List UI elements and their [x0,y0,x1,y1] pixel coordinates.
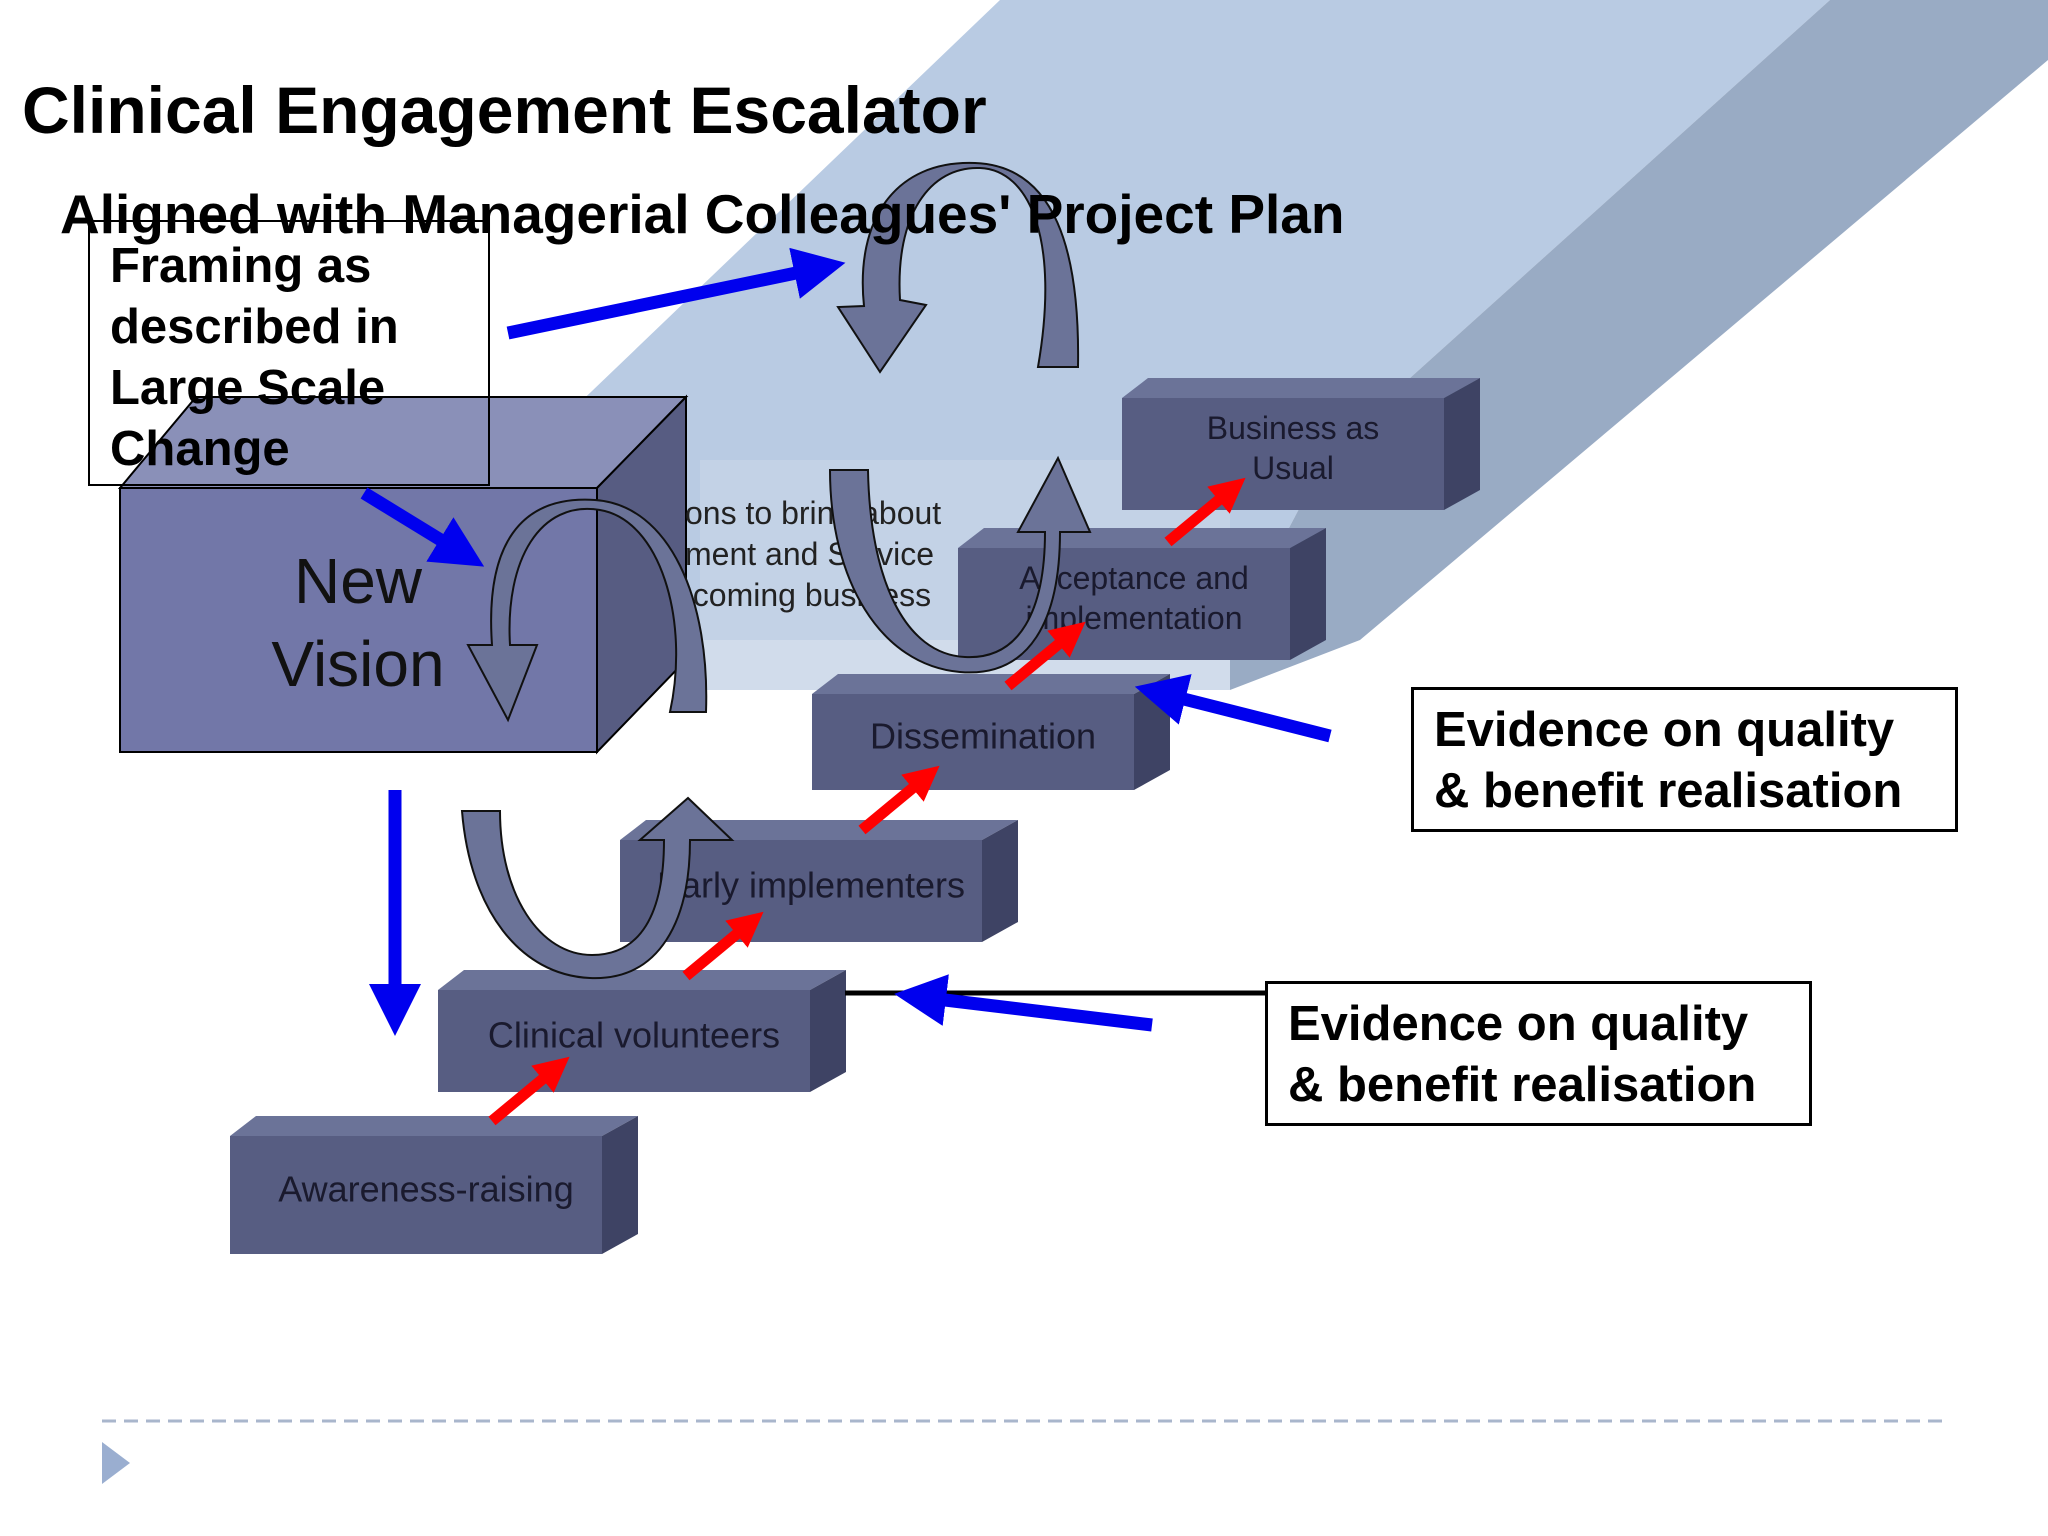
new-vision-label-line2: Vision [271,628,444,700]
red-arrow-4 [1004,621,1086,691]
evidence-line: Evidence on quality [1288,997,1749,1051]
framing-line: Large Scale [110,361,386,415]
curl-arrow-icon [466,498,708,723]
blue-arrow-evidence-to-dissemination [1134,674,1332,743]
step-label: implementation [1026,600,1243,636]
step-label: Early implementers [657,865,965,906]
step-top [958,528,1326,548]
curl-arrow-icon [828,455,1092,674]
triangle-bullet-icon [102,1442,130,1484]
step-top [812,674,1170,694]
evidence-line: & benefit realisation [1434,764,1903,818]
step-front [230,1136,602,1254]
evidence-line: & benefit realisation [1288,1058,1757,1112]
evidence-box-lower: Evidence on quality & benefit realisatio… [1265,981,1812,1126]
step-label: Dissemination [870,716,1096,757]
framing-box: Framing as described in Large Scale Chan… [88,220,490,486]
step-clinical-volunteers: Clinical volunteers [438,970,846,1092]
red-arrow-2 [682,911,764,981]
step-label: Awareness-raising [278,1169,573,1210]
step-business-as-usual: Business as Usual [1122,378,1480,510]
step-front [438,990,810,1092]
step-front [1122,398,1444,510]
evidence-box-upper: Evidence on quality & benefit realisatio… [1411,687,1958,832]
step-top [438,970,846,990]
step-side [1290,528,1326,660]
red-arrow-5 [1164,477,1246,547]
background-text-line2: ment and Service [685,536,934,572]
step-side [1444,378,1480,510]
framing-line: Framing as [110,239,372,293]
blue-arrow-evidence-to-volunteers [894,974,1153,1032]
blue-arrow-framing-to-vision [360,487,485,567]
evidence-line: Evidence on quality [1434,703,1895,757]
red-arrow-1 [488,1056,570,1126]
curl-arrow-icon [460,796,735,980]
step-label: Clinical volunteers [488,1015,780,1056]
step-side [982,820,1018,942]
framing-line: Change [110,422,290,476]
step-awareness: Awareness-raising [230,1116,638,1254]
step-side [810,970,846,1092]
background-text-line1: ons to bring about [685,495,941,531]
slide-title: Clinical Engagement Escalator [22,73,987,147]
step-side [602,1116,638,1254]
escalator-band-edge [1230,0,2048,690]
step-top [230,1116,638,1136]
step-top [1122,378,1480,398]
step-label: Usual [1252,450,1334,486]
framing-line: described in [110,300,399,354]
new-vision-box: New Vision [117,394,689,755]
step-dissemination: Dissemination [812,674,1170,790]
step-front [812,694,1134,790]
red-arrow-3 [858,765,940,835]
new-vision-label-line1: New [294,545,423,617]
curl-arrow-icon [836,161,1080,374]
blue-arrow-framing-to-escalator [506,247,846,340]
slide-subtitle: Aligned with Managerial Colleagues' Proj… [60,183,1345,245]
step-label: Business as [1207,410,1380,446]
